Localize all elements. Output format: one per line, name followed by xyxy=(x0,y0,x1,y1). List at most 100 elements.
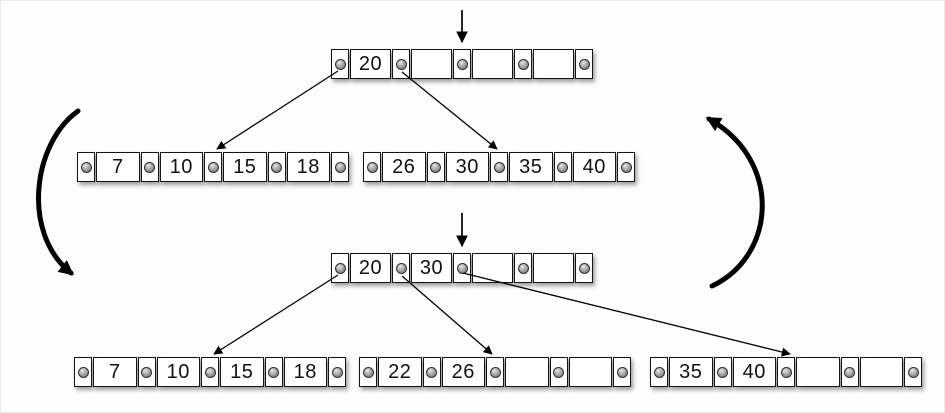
pointer-slot xyxy=(453,49,471,79)
pointer-slot xyxy=(617,152,635,182)
pointer-dot-icon xyxy=(517,262,529,274)
pointer-dot-icon xyxy=(907,366,919,378)
key-cell: 15 xyxy=(223,152,267,182)
pointer-dot-icon xyxy=(717,366,728,378)
pointer-dot-icon xyxy=(557,161,568,173)
key-cell xyxy=(533,253,574,283)
pointer-slot xyxy=(392,253,410,283)
pointer-dot-icon xyxy=(430,161,441,173)
node-before-child-left: 7 10 15 18 xyxy=(77,152,349,182)
key-cell: 30 xyxy=(445,152,489,182)
key-cell: 10 xyxy=(156,357,200,387)
pointer-dot-icon xyxy=(366,161,378,173)
pointer-dot-icon xyxy=(844,366,855,378)
key-cell xyxy=(568,357,612,387)
pointer-dot-icon xyxy=(456,262,468,274)
pointer-slot xyxy=(514,49,532,79)
key-cell: 20 xyxy=(350,49,391,79)
pointer-slot xyxy=(553,152,572,182)
key-cell: 10 xyxy=(159,152,203,182)
pointer-dot-icon xyxy=(204,366,216,378)
key-cell: 20 xyxy=(350,253,391,283)
edge-before-root-to-left-child xyxy=(216,70,339,150)
pointer-dot-icon xyxy=(268,366,279,378)
pointer-slot xyxy=(137,357,156,387)
pointer-slot xyxy=(77,152,95,182)
pointer-dot-icon xyxy=(271,161,282,173)
key-cell: 7 xyxy=(96,152,140,182)
pointer-slot xyxy=(514,253,532,283)
cycle-arrow-right xyxy=(705,116,765,289)
pointer-dot-icon xyxy=(489,366,501,378)
pointer-slot xyxy=(904,357,922,387)
pointer-slot xyxy=(267,152,286,182)
pointer-dot-icon xyxy=(578,58,590,70)
pointer-slot xyxy=(840,357,859,387)
pointer-slot xyxy=(264,357,283,387)
pointer-dot-icon xyxy=(780,366,792,378)
pointer-dot-icon xyxy=(620,161,632,173)
pointer-slot xyxy=(363,152,381,182)
pointer-slot xyxy=(328,357,346,387)
pointer-slot xyxy=(331,49,349,79)
key-cell: 22 xyxy=(378,357,422,387)
pointer-slot xyxy=(713,357,732,387)
key-cell: 7 xyxy=(93,357,137,387)
edge-after-root-to-left-child xyxy=(213,274,339,355)
pointer-slot xyxy=(426,152,445,182)
pointer-dot-icon xyxy=(493,161,505,173)
pointer-dot-icon xyxy=(141,366,152,378)
key-cell: 18 xyxy=(283,357,327,387)
pointer-dot-icon xyxy=(362,366,374,378)
pointer-dot-icon xyxy=(77,366,89,378)
pointer-slot xyxy=(204,152,222,182)
pointer-dot-icon xyxy=(456,58,468,70)
pointer-slot xyxy=(359,357,377,387)
edge-before-root-to-right-child xyxy=(401,71,498,150)
key-cell xyxy=(505,357,549,387)
key-cell xyxy=(472,49,513,79)
key-cell: 35 xyxy=(509,152,553,182)
pointer-slot xyxy=(422,357,441,387)
node-after-child-left: 7 10 15 18 xyxy=(74,357,346,387)
pointer-slot xyxy=(331,253,349,283)
pointer-dot-icon xyxy=(426,366,437,378)
edge-after-root-to-middle-child xyxy=(401,275,493,355)
key-cell: 30 xyxy=(411,253,452,283)
pointer-dot-icon xyxy=(144,161,155,173)
pointer-slot xyxy=(575,253,593,283)
key-cell xyxy=(533,49,574,79)
pointer-dot-icon xyxy=(517,58,529,70)
pointer-slot xyxy=(486,357,504,387)
key-cell: 40 xyxy=(572,152,616,182)
pointer-slot xyxy=(777,357,795,387)
pointer-dot-icon xyxy=(334,262,346,274)
key-cell: 18 xyxy=(286,152,330,182)
key-cell: 15 xyxy=(220,357,264,387)
key-cell xyxy=(796,357,840,387)
pointer-slot xyxy=(392,49,410,79)
pointer-slot xyxy=(650,357,668,387)
pointer-slot xyxy=(453,253,471,283)
pointer-dot-icon xyxy=(80,161,92,173)
key-cell: 26 xyxy=(382,152,426,182)
cycle-arrow-left xyxy=(36,108,81,276)
pointer-dot-icon xyxy=(653,366,665,378)
pointer-dot-icon xyxy=(207,161,219,173)
pointer-slot xyxy=(613,357,631,387)
key-cell xyxy=(859,357,903,387)
key-cell xyxy=(472,253,513,283)
pointer-slot xyxy=(140,152,159,182)
pointer-slot xyxy=(74,357,92,387)
pointer-slot xyxy=(575,49,593,79)
pointer-dot-icon xyxy=(395,58,407,70)
pointer-dot-icon xyxy=(331,366,343,378)
pointer-slot xyxy=(549,357,568,387)
node-before-root: 20 xyxy=(331,49,593,79)
pointer-dot-icon xyxy=(334,58,346,70)
pointer-slot xyxy=(201,357,219,387)
pointer-dot-icon xyxy=(616,366,628,378)
pointer-slot xyxy=(490,152,508,182)
